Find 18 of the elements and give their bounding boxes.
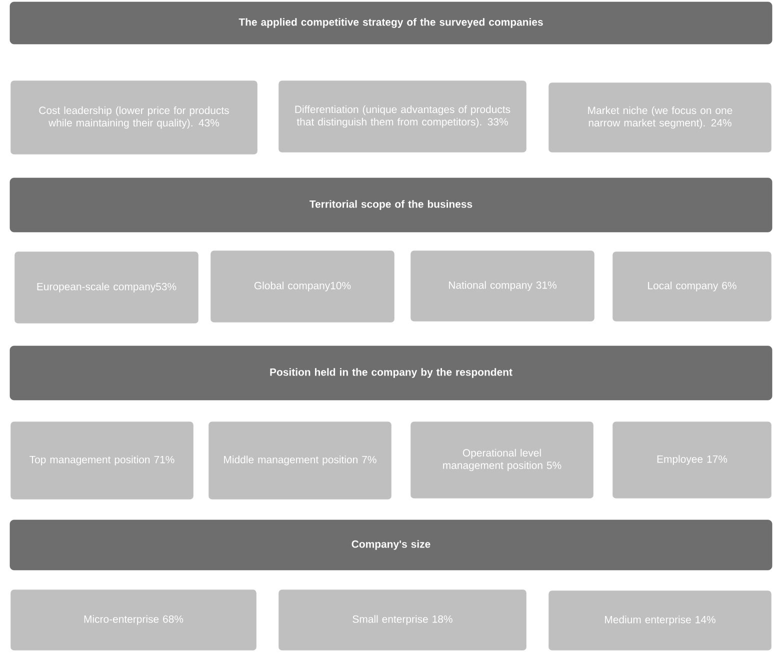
- category-box: Local company 6%: [611, 250, 773, 323]
- category-box: Differentiation (unique advantages of products that distinguish them from competitors). 33%: [277, 79, 528, 154]
- header-band: Territorial scope of the business: [10, 178, 772, 232]
- category-box: Market niche (we focus on one narrow market segment). 24%: [547, 81, 773, 154]
- category-box: Cost leadership (lower price for products while maintaining their quality). 43%: [9, 79, 259, 156]
- category-box: National company 31%: [409, 249, 596, 323]
- category-box: European-scale company53%: [13, 250, 200, 325]
- header-band: The applied competitive strategy of the surveyed companies: [10, 2, 772, 44]
- category-box: Middle management position 7%: [207, 420, 393, 501]
- category-box: Medium enterprise 14%: [547, 589, 773, 652]
- header-band: Position held in the company by the respondent: [10, 346, 772, 400]
- category-box: Employee 17%: [611, 420, 773, 500]
- header-band: Company's size: [10, 520, 772, 570]
- category-box: Small enterprise 18%: [277, 588, 528, 652]
- category-box: Operational level management position 5%: [409, 420, 595, 500]
- category-box: Top management position 71%: [9, 420, 195, 501]
- category-box: Global company10%: [209, 249, 396, 324]
- category-box: Micro-enterprise 68%: [9, 588, 258, 652]
